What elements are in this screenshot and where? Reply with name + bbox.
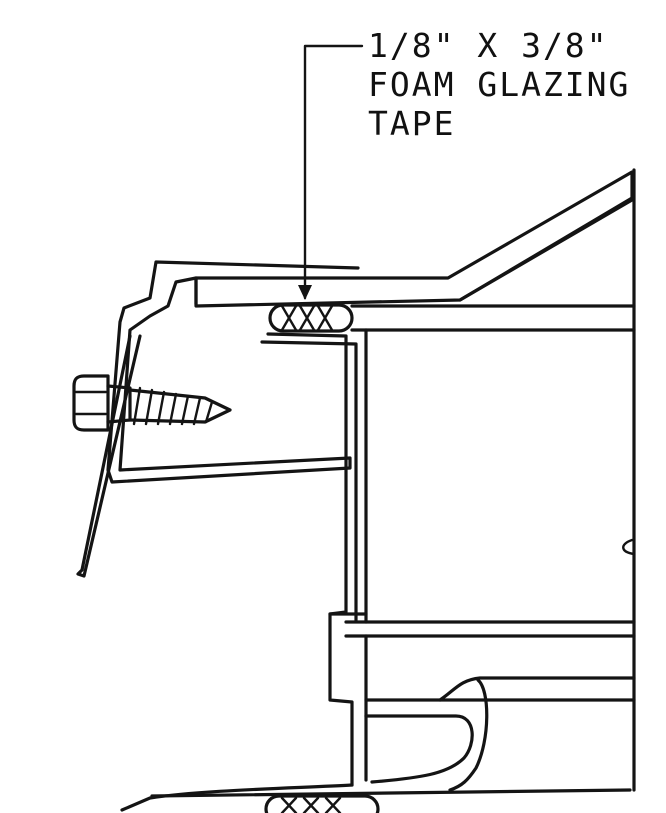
screw-icon — [72, 374, 232, 432]
glass-pane-top — [194, 170, 634, 308]
foam-glazing-tape-bottom — [264, 794, 380, 813]
callout-leader — [298, 44, 364, 300]
leader-arrowhead — [298, 285, 312, 300]
callout-label: 1/8" X 3/8" FOAM GLAZING TAPE — [368, 26, 630, 143]
callout-line-type: TAPE — [368, 104, 456, 143]
foam-glazing-tape-top — [268, 303, 354, 333]
top-stop-profile — [106, 260, 360, 484]
lower-rails — [344, 620, 636, 718]
callout-line-size: 1/8" X 3/8" — [368, 26, 609, 65]
frame-mullion — [260, 168, 636, 792]
bottom-sill-profile — [120, 678, 632, 812]
clip-leg — [76, 334, 142, 578]
callout-line-material: FOAM GLAZING — [368, 65, 631, 104]
